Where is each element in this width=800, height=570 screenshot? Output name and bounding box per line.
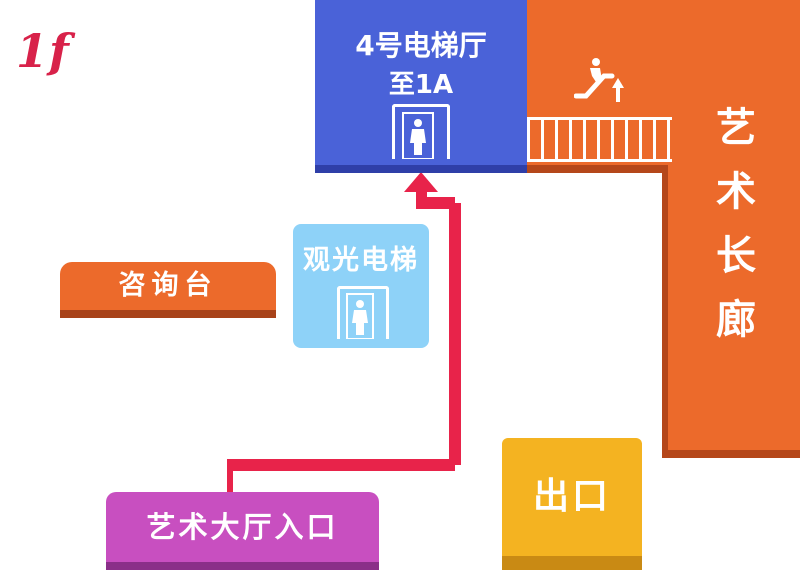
- sightseeing-elevator[interactable]: 观光电梯: [293, 224, 429, 348]
- sightseeing-elevator-label: 观光电梯: [303, 245, 419, 276]
- art-gallery-label: 艺术长廊: [716, 105, 756, 343]
- exit[interactable]: 出口: [502, 438, 642, 570]
- info-desk[interactable]: 咨询台: [60, 262, 276, 318]
- floor-label: 1f: [16, 24, 70, 78]
- art-hall-entrance[interactable]: 艺术大厅入口: [106, 492, 379, 570]
- elevator-person-icon: [392, 104, 450, 160]
- escalator-up-icon: [574, 58, 624, 102]
- elevator-hall-4-subtitle: 至1A: [388, 70, 454, 100]
- elevator-hall-4-title: 4号电梯厅: [355, 29, 487, 62]
- escalator-railing: [527, 117, 672, 162]
- elevator-hall-4[interactable]: 4号电梯厅 至1A: [315, 0, 527, 173]
- elevator-person-icon: [337, 286, 389, 340]
- gallery-ledge: [527, 165, 668, 173]
- art-gallery-corridor: [662, 165, 800, 458]
